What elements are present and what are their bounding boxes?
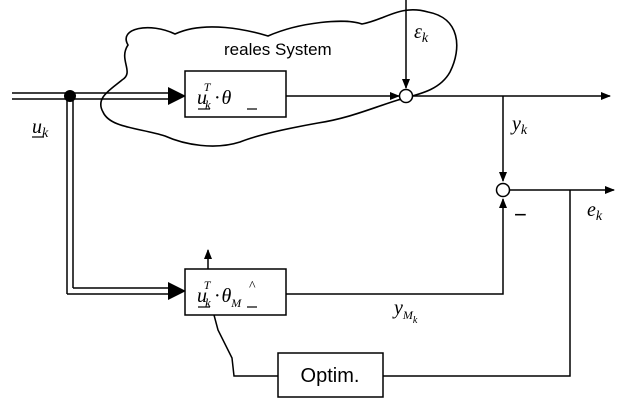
- branch-point: [64, 90, 76, 102]
- yk-label: yk: [510, 113, 528, 138]
- input-arrowhead-model: [168, 282, 186, 300]
- input-arrowhead-system: [168, 87, 186, 105]
- model-block-formula: ukT·θM: [197, 278, 242, 310]
- optimizer-to-model-line: [213, 314, 278, 377]
- input-label: uk: [32, 116, 49, 141]
- error-sum-junction: [495, 182, 511, 198]
- error-label: ek: [587, 199, 603, 224]
- model-block-theta-hat: ^: [249, 279, 256, 294]
- system-label: reales System: [224, 40, 332, 59]
- system-block-formula: ukT·θ: [197, 80, 231, 112]
- noise-sum-junction: [398, 88, 414, 104]
- minus-sign: −: [514, 202, 527, 227]
- optimizer-block: [277, 352, 384, 398]
- model-output-line: [286, 198, 507, 295]
- optimizer-label: Optim.: [301, 365, 360, 387]
- noise-label: εk: [414, 21, 429, 46]
- error-to-optimizer-line: [383, 190, 571, 377]
- model-output-label: yMk: [392, 297, 418, 326]
- system-block: [184, 70, 287, 118]
- input-double-line: [12, 92, 176, 295]
